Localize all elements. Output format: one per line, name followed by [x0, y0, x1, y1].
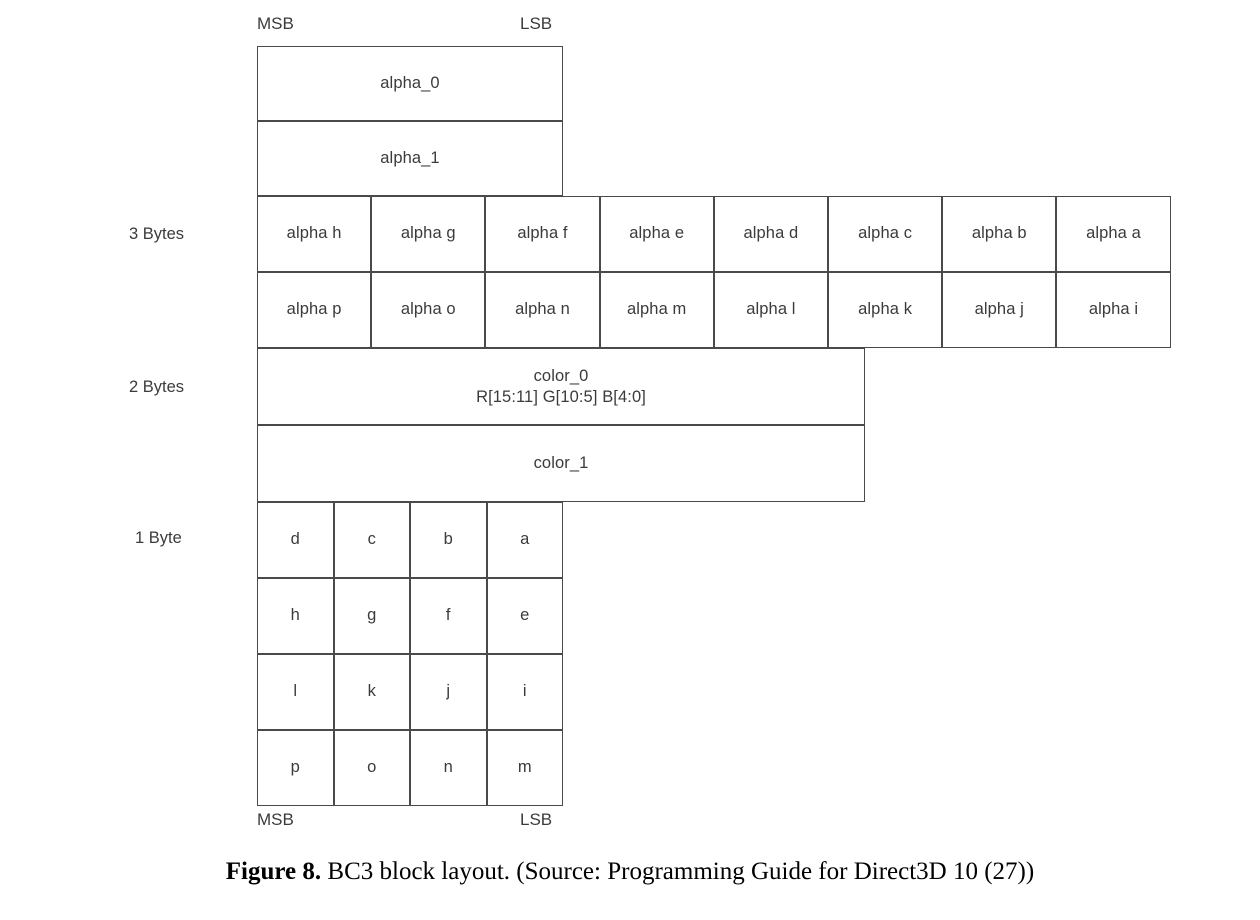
alpha-index-cell: alpha e [599, 196, 714, 272]
color-index-cell: j [410, 654, 487, 730]
bottom-lsb-label: LSB [520, 810, 553, 829]
alpha-endpoint-cell-1: alpha_1 [257, 121, 563, 196]
alpha-index-cell: alpha b [942, 196, 1057, 272]
color-index-cell: k [333, 654, 410, 730]
alpha-index-cell: alpha g [371, 196, 486, 272]
color-index-cell: h [257, 578, 334, 654]
side-label-3-bytes: 3 Bytes [129, 225, 185, 243]
alpha-index-cell: alpha h [257, 196, 372, 272]
color-0-bitfields: R[15:11] G[10:5] B[4:0] [476, 387, 646, 406]
color-index-cell: e [486, 578, 563, 654]
color-index-cell: d [257, 502, 334, 578]
color-index-cell: p [257, 730, 334, 806]
alpha-index-cell: alpha a [1056, 196, 1171, 272]
color-index-cell: c [333, 502, 410, 578]
figure-caption-text: BC3 block layout. (Source: Programming G… [321, 858, 1035, 885]
color-0-label: color_0 [533, 366, 589, 385]
alpha-index-cell: alpha m [599, 272, 714, 348]
figure-caption: Figure 8. BC3 block layout. (Source: Pro… [0, 858, 1260, 886]
alpha-index-cell: alpha l [713, 272, 828, 348]
color-index-cell: m [486, 730, 563, 806]
side-label-1-byte: 1 Byte [135, 529, 182, 547]
color-index-cell: g [333, 578, 410, 654]
side-label-2-bytes: 2 Bytes [129, 378, 185, 396]
top-msb-label: MSB [257, 14, 294, 33]
top-lsb-label: LSB [520, 14, 553, 33]
alpha-index-cell: alpha k [828, 272, 943, 348]
color-index-cell: n [410, 730, 487, 806]
bottom-msb-label: MSB [257, 810, 294, 829]
color-endpoint-cell-0: color_0 R[15:11] G[10:5] B[4:0] [257, 348, 865, 425]
color-index-cell: i [486, 654, 563, 730]
alpha-index-cell: alpha o [371, 272, 486, 348]
alpha-endpoint-cell-0: alpha_0 [257, 46, 563, 121]
alpha-index-cell: alpha n [485, 272, 600, 348]
color-index-cell: f [410, 578, 487, 654]
alpha-index-cell: alpha i [1056, 272, 1171, 348]
alpha-index-cell: alpha j [942, 272, 1057, 348]
alpha-index-cell: alpha c [828, 196, 943, 272]
alpha-index-cell: alpha p [257, 272, 372, 348]
color-index-cell: b [410, 502, 487, 578]
color-endpoint-cell-1: color_1 [257, 425, 865, 502]
alpha-index-cell: alpha f [485, 196, 600, 272]
alpha-index-cell: alpha d [713, 196, 828, 272]
figure-number: Figure 8. [225, 858, 322, 885]
color-index-cell: a [486, 502, 563, 578]
color-index-cell: o [333, 730, 410, 806]
color-index-cell: l [257, 654, 334, 730]
